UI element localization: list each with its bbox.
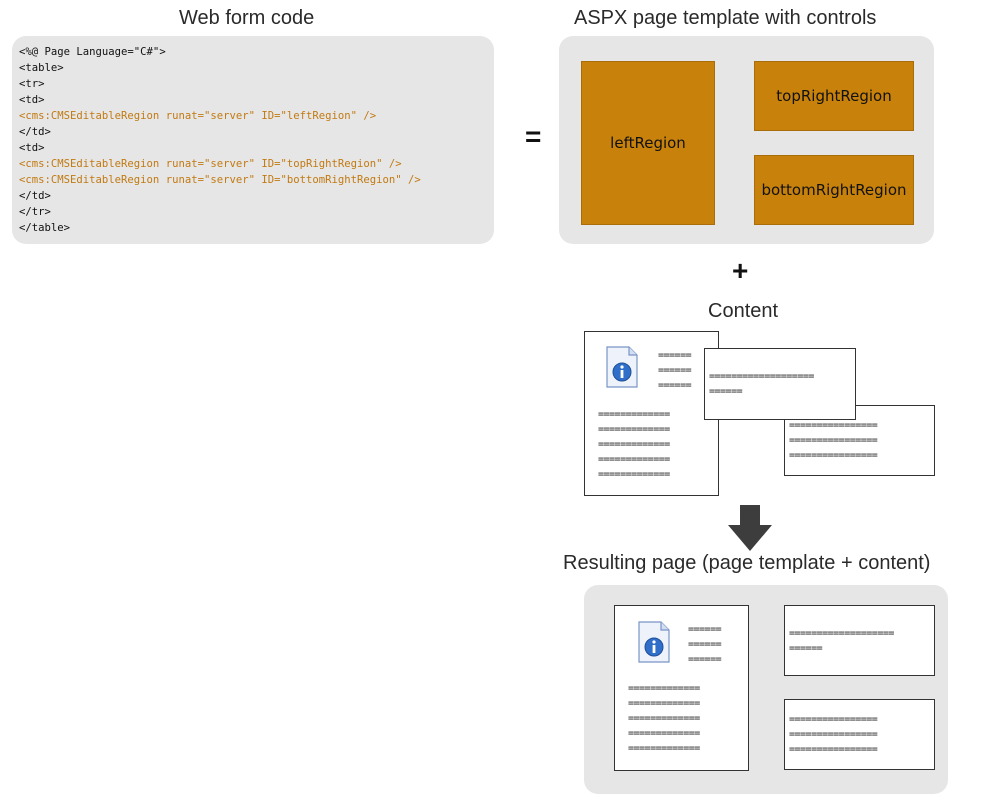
bottom-right-region-label: bottomRightRegion: [761, 181, 907, 199]
info-document-icon: [605, 346, 639, 388]
down-arrow-icon: [728, 505, 772, 556]
result-left-side-lines: ====== ====== ======: [688, 624, 722, 665]
left-region-label: leftRegion: [610, 134, 686, 152]
content-doc-right-lines: ================ ================ ======…: [789, 420, 878, 461]
result-info-document-icon: [634, 620, 674, 664]
result-document-bottom-right: ================ ================ ======…: [784, 699, 935, 770]
result-document-left: ====== ====== ====== ============= =====…: [614, 605, 749, 771]
content-doc-middle-lines: =================== ======: [709, 371, 814, 397]
content-document-middle: =================== ======: [704, 348, 856, 420]
plus-sign: +: [732, 255, 749, 286]
code-line: </td>: [19, 126, 51, 138]
code-line: </table>: [19, 222, 71, 234]
result-top-right-lines: =================== ======: [789, 628, 894, 654]
code-line: </tr>: [19, 206, 51, 218]
top-right-region-label: topRightRegion: [776, 87, 892, 105]
heading-web-form-code: Web form code: [179, 7, 315, 29]
code-line: </td>: [19, 190, 51, 202]
code-panel: <%@ Page Language="C#"> <table> <tr> <td> <c…: [12, 36, 494, 244]
equals-sign: =: [525, 121, 542, 152]
top-right-region-box: topRightRegion: [754, 61, 914, 131]
result-panel: ====== ====== ====== ============= =====…: [584, 585, 948, 794]
heading-resulting-page: Resulting page (page template + content): [563, 552, 931, 574]
code-line: <cms:CMSEditableRegion runat="server" ID…: [19, 158, 402, 170]
heading-content: Content: [708, 300, 779, 322]
code-line: <td>: [19, 142, 45, 154]
left-region-box: leftRegion: [581, 61, 715, 225]
code-line: <td>: [19, 94, 45, 106]
result-bottom-right-lines: ================ ================ ======…: [789, 714, 878, 755]
template-panel: leftRegion topRightRegion bottomRightReg…: [559, 36, 934, 244]
code-line: <%@ Page Language="C#">: [19, 46, 166, 58]
code-line: <tr>: [19, 78, 45, 90]
code-block: <%@ Page Language="C#"> <table> <tr> <td> <c…: [19, 44, 421, 236]
content-doc-side-lines: ====== ====== ======: [658, 350, 692, 391]
result-left-body-lines: ============= ============= ============…: [628, 683, 700, 754]
content-document-main: ====== ====== ====== ============= =====…: [584, 331, 719, 496]
code-line: <table>: [19, 62, 64, 74]
content-doc-body-lines: ============= ============= ============…: [598, 409, 670, 480]
code-line: <cms:CMSEditableRegion runat="server" ID…: [19, 174, 421, 186]
bottom-right-region-box: bottomRightRegion: [754, 155, 914, 225]
heading-aspx-template: ASPX page template with controls: [574, 7, 877, 29]
result-document-top-right: =================== ======: [784, 605, 935, 676]
code-line: <cms:CMSEditableRegion runat="server" ID…: [19, 110, 377, 122]
